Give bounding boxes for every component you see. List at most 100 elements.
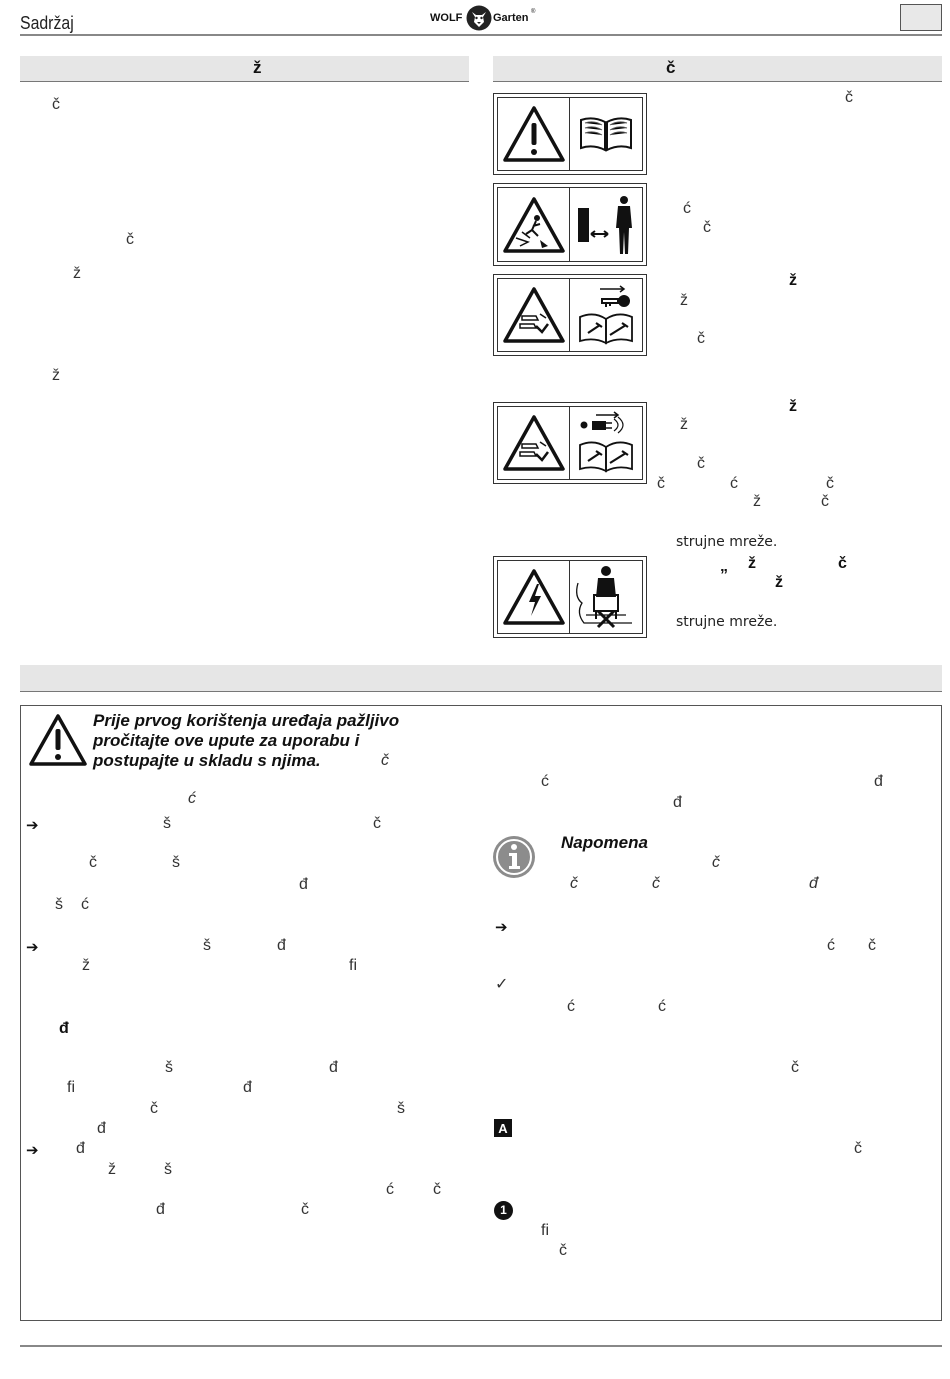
note-fragment: č: [712, 854, 720, 871]
left-section-heading-bar: ž: [20, 56, 469, 82]
arrow-bullet-icon: ➔: [26, 1142, 39, 1159]
safety-symbol-remove-key: [493, 274, 647, 356]
box-fragment: đ: [329, 1059, 338, 1076]
figure-letter-badge-text: A: [498, 1121, 508, 1136]
cable-under-mower-icon: [576, 566, 632, 629]
box-fragment: š: [165, 1059, 173, 1076]
box-fragment: č: [868, 937, 876, 954]
brand-garten-text: Garten: [493, 12, 529, 24]
symbol-fragment: č: [838, 555, 847, 572]
box-fragment: č: [854, 1140, 862, 1157]
left-section-heading: ž: [253, 58, 262, 77]
box-fragment: č: [559, 1242, 567, 1259]
safety-symbol-electric-shock: [493, 556, 647, 638]
symbol-fragment: ć: [730, 475, 738, 492]
wolf-head-icon: [466, 5, 492, 31]
symbol-fragment: „: [720, 558, 728, 575]
left-fragment: ž: [52, 367, 60, 384]
warning-title-tail: č: [381, 752, 389, 769]
warning-title-line: pročitajte ove upute za uporabu i: [93, 731, 360, 750]
warning-icon: [502, 106, 565, 162]
brand-wolf-text: WOLF: [430, 12, 463, 24]
box-fragment: š: [164, 1161, 172, 1178]
symbol-fragment: č: [821, 493, 829, 510]
box-fragment: ć: [658, 998, 666, 1015]
box-fragment: fi: [67, 1079, 75, 1096]
box-fragment: fi: [349, 957, 357, 974]
symbol-fragment: č: [697, 455, 705, 472]
check-mark-icon: ✓: [495, 976, 509, 993]
left-fragment: č: [126, 231, 134, 248]
box-fragment: đ: [156, 1201, 165, 1218]
arrow-bullet-icon: ➔: [495, 919, 508, 936]
symbol-fragment: ž: [753, 493, 761, 510]
unplug-manual-icon: [579, 411, 633, 473]
box-fragment: š: [172, 854, 180, 871]
box-fragment: đ: [277, 937, 286, 954]
rotating-blade-warning-icon: [502, 287, 565, 343]
box-fragment: đ: [673, 794, 682, 811]
note-fragment: č: [570, 875, 578, 892]
manual-book-icon: [580, 117, 632, 152]
box-fragment: đ: [59, 1020, 69, 1037]
right-section-heading: č: [666, 58, 676, 77]
page-number-box: [900, 4, 942, 31]
safety-instructions-box: [20, 705, 942, 1321]
box-fragment: ž: [82, 957, 90, 974]
box-fragment: fi: [541, 1222, 549, 1239]
box-fragment: č: [373, 815, 381, 832]
symbol-fragment: č: [703, 219, 711, 236]
note-title: Napomena: [561, 833, 648, 852]
rotating-blade-warning-icon: [502, 415, 565, 471]
box-fragment: ć: [567, 998, 575, 1015]
arrow-bullet-icon: ➔: [26, 817, 39, 834]
electric-shock-warning-icon: [502, 569, 565, 625]
arrow-bullet-icon: ➔: [26, 939, 39, 956]
box-fragment: č: [150, 1100, 158, 1117]
warning-title-line: Prije prvog korištenja uređaja pažljivo: [93, 711, 400, 730]
note-fragment: č: [652, 875, 660, 892]
header-divider: [20, 34, 942, 36]
warning-title-line: postupajte u skladu s njima.: [93, 751, 321, 770]
symbol-fragment: ž: [680, 416, 688, 433]
brand-logo: WOLF Garten ®: [430, 5, 540, 31]
symbol-fragment: č: [826, 475, 834, 492]
warning-icon: [29, 714, 87, 766]
symbol-fragment: ž: [789, 272, 797, 289]
box-fragment: ž: [108, 1161, 116, 1178]
symbol-fragment: č: [657, 475, 665, 492]
symbol-fragment: č: [845, 89, 853, 106]
symbol-fragment: ž: [748, 555, 756, 572]
box-fragment: ć: [541, 773, 549, 790]
safety-symbol-unplug: [493, 402, 647, 484]
symbol-fragment: ž: [775, 574, 783, 591]
right-section-heading-bar: č: [493, 56, 942, 82]
box-fragment: ć: [386, 1181, 394, 1198]
info-icon: [493, 836, 535, 878]
symbol-fragment: ć: [683, 200, 691, 217]
remove-key-manual-icon: [579, 285, 633, 345]
symbol-fragment: ž: [680, 292, 688, 309]
box-fragment: š: [397, 1100, 405, 1117]
footer-divider: [20, 1345, 942, 1347]
box-fragment: č: [791, 1059, 799, 1076]
box-fragment: đ: [243, 1079, 252, 1096]
left-fragment: č: [52, 96, 60, 113]
box-fragment: š: [55, 896, 63, 913]
box-fragment: đ: [97, 1120, 106, 1137]
figure-letter-badge: A: [494, 1119, 512, 1137]
step-number-badge: 1: [494, 1201, 513, 1220]
left-fragment: ž: [73, 265, 81, 282]
box-fragment: ć: [81, 896, 89, 913]
safety-symbol-keep-distance: [493, 183, 647, 266]
step-number-badge-text: 1: [500, 1203, 507, 1217]
keep-distance-person-icon: [578, 195, 632, 254]
symbol-fragment: ž: [789, 398, 797, 415]
box-fragment: ć: [188, 790, 196, 807]
box-fragment: š: [163, 815, 171, 832]
safety-symbol-read-manual: [493, 93, 647, 175]
box-fragment: đ: [76, 1140, 85, 1157]
box-fragment: š: [203, 937, 211, 954]
box-fragment: č: [433, 1181, 441, 1198]
box-fragment: č: [89, 854, 97, 871]
